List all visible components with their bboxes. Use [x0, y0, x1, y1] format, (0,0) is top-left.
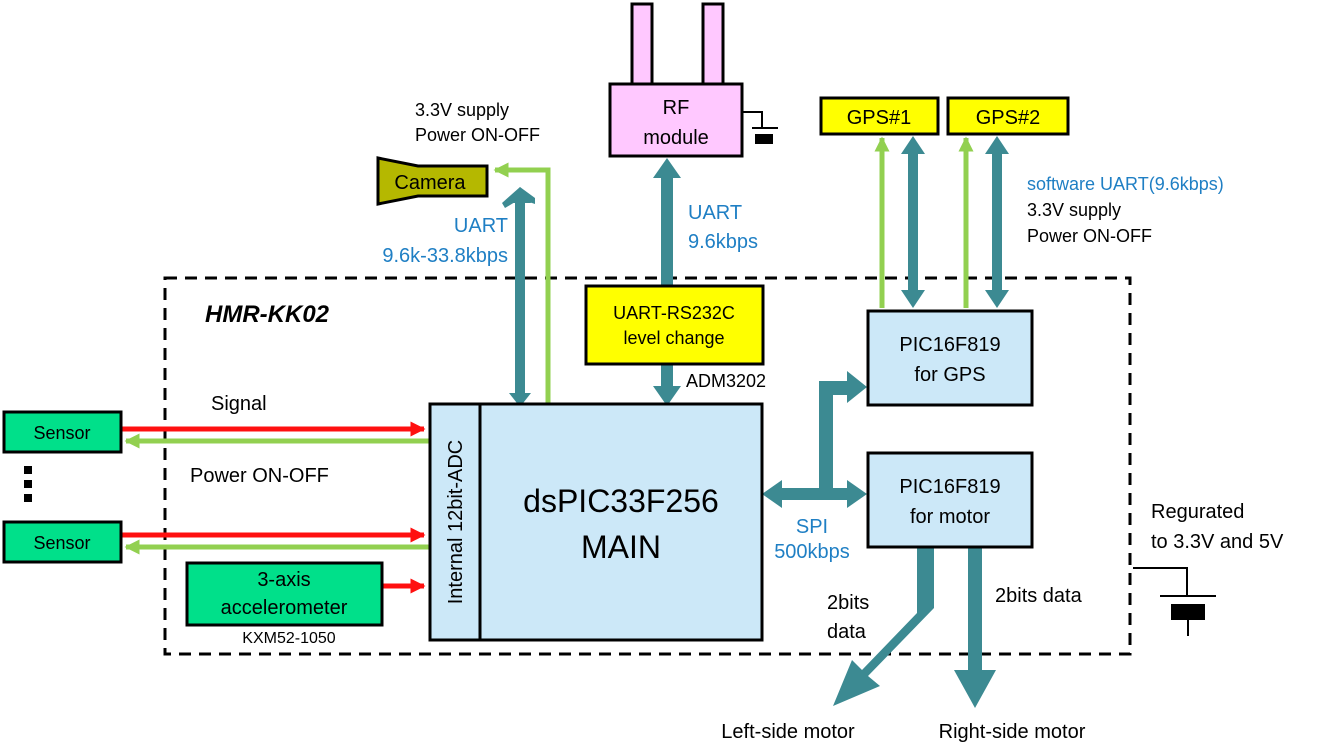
- pic-gps-label-1: PIC16F819: [899, 334, 1000, 356]
- pic-motor-block: PIC16F819 for motor: [866, 451, 1034, 549]
- camera-uart-label-2: 9.6k-33.8kbps: [382, 245, 508, 267]
- data-bus-arrows: [502, 136, 1009, 708]
- signal-label: Signal: [211, 393, 267, 415]
- camera: Camera: [376, 156, 489, 206]
- uart-rs232c-label-1: UART-RS232C: [613, 303, 735, 323]
- gps-supply-label-2: Power ON-OFF: [1027, 226, 1152, 246]
- bits-left-label-2: data: [827, 621, 867, 643]
- board-title: HMR-KK02: [205, 301, 330, 328]
- gps-1-label: GPS#1: [847, 107, 911, 129]
- right-motor-label: Right-side motor: [939, 721, 1086, 743]
- uart-rs232c-block: UART-RS232C level change: [584, 284, 765, 366]
- camera-supply-label-1: 3.3V supply: [415, 100, 509, 120]
- adm3202-label: ADM3202: [686, 371, 766, 391]
- main-mcu-label-2: MAIN: [581, 529, 661, 565]
- bits-right-label: 2bits data: [995, 585, 1083, 607]
- sensor-bottom: Sensor: [2, 520, 123, 564]
- bits-left-label-1: 2bits: [827, 592, 869, 614]
- camera-supply-label-2: Power ON-OFF: [415, 125, 540, 145]
- gps-2-label: GPS#2: [976, 107, 1040, 129]
- regulated-label-2: to 3.3V and 5V: [1151, 531, 1284, 553]
- battery-symbol: [1133, 567, 1216, 636]
- kxm-label: KXM52-1050: [242, 630, 335, 647]
- sensor-ellipsis: [24, 466, 32, 502]
- adc-label: Internal 12bit-ADC: [445, 440, 467, 605]
- rf-module: RF module: [608, 2, 778, 158]
- gps-2: GPS#2: [946, 96, 1070, 136]
- camera-uart-label-1: UART: [454, 215, 508, 237]
- pic-gps-block: PIC16F819 for GPS: [866, 309, 1034, 407]
- rf-uart-label-1: UART: [688, 202, 742, 224]
- pic-motor-label-1: PIC16F819: [899, 476, 1000, 498]
- rf-module-label-1: RF: [663, 97, 690, 119]
- signal-lines: [122, 421, 426, 594]
- rf-module-label-2: module: [643, 127, 709, 149]
- spi-label-2: 500kbps: [774, 541, 850, 563]
- sensor-bottom-label: Sensor: [33, 533, 90, 553]
- pic-gps-label-2: for GPS: [914, 364, 985, 386]
- left-motor-label: Left-side motor: [721, 721, 855, 743]
- gps-1: GPS#1: [819, 96, 940, 136]
- gps-uart-label: software UART(9.6kbps): [1027, 174, 1224, 194]
- accelerometer-block: 3-axis accelerometer: [185, 561, 384, 627]
- spi-label-1: SPI: [796, 516, 828, 538]
- accelerometer-label-1: 3-axis: [257, 569, 310, 591]
- sensor-top: Sensor: [2, 410, 123, 454]
- rf-uart-label-2: 9.6kbps: [688, 231, 758, 253]
- power-lines: [124, 136, 974, 555]
- main-mcu-label-1: dsPIC33F256: [523, 483, 719, 519]
- uart-rs232c-label-2: level change: [623, 328, 724, 348]
- regulated-label-1: Regurated: [1151, 501, 1244, 523]
- main-mcu-block: dsPIC33F256 MAIN Internal 12bit-ADC: [428, 402, 764, 642]
- board-outline: [163, 276, 1132, 656]
- pic-motor-label-2: for motor: [910, 506, 990, 528]
- sensor-top-label: Sensor: [33, 423, 90, 443]
- camera-label: Camera: [394, 172, 466, 194]
- power-label: Power ON-OFF: [190, 465, 329, 487]
- accelerometer-label-2: accelerometer: [221, 597, 348, 619]
- gps-supply-label-1: 3.3V supply: [1027, 200, 1121, 220]
